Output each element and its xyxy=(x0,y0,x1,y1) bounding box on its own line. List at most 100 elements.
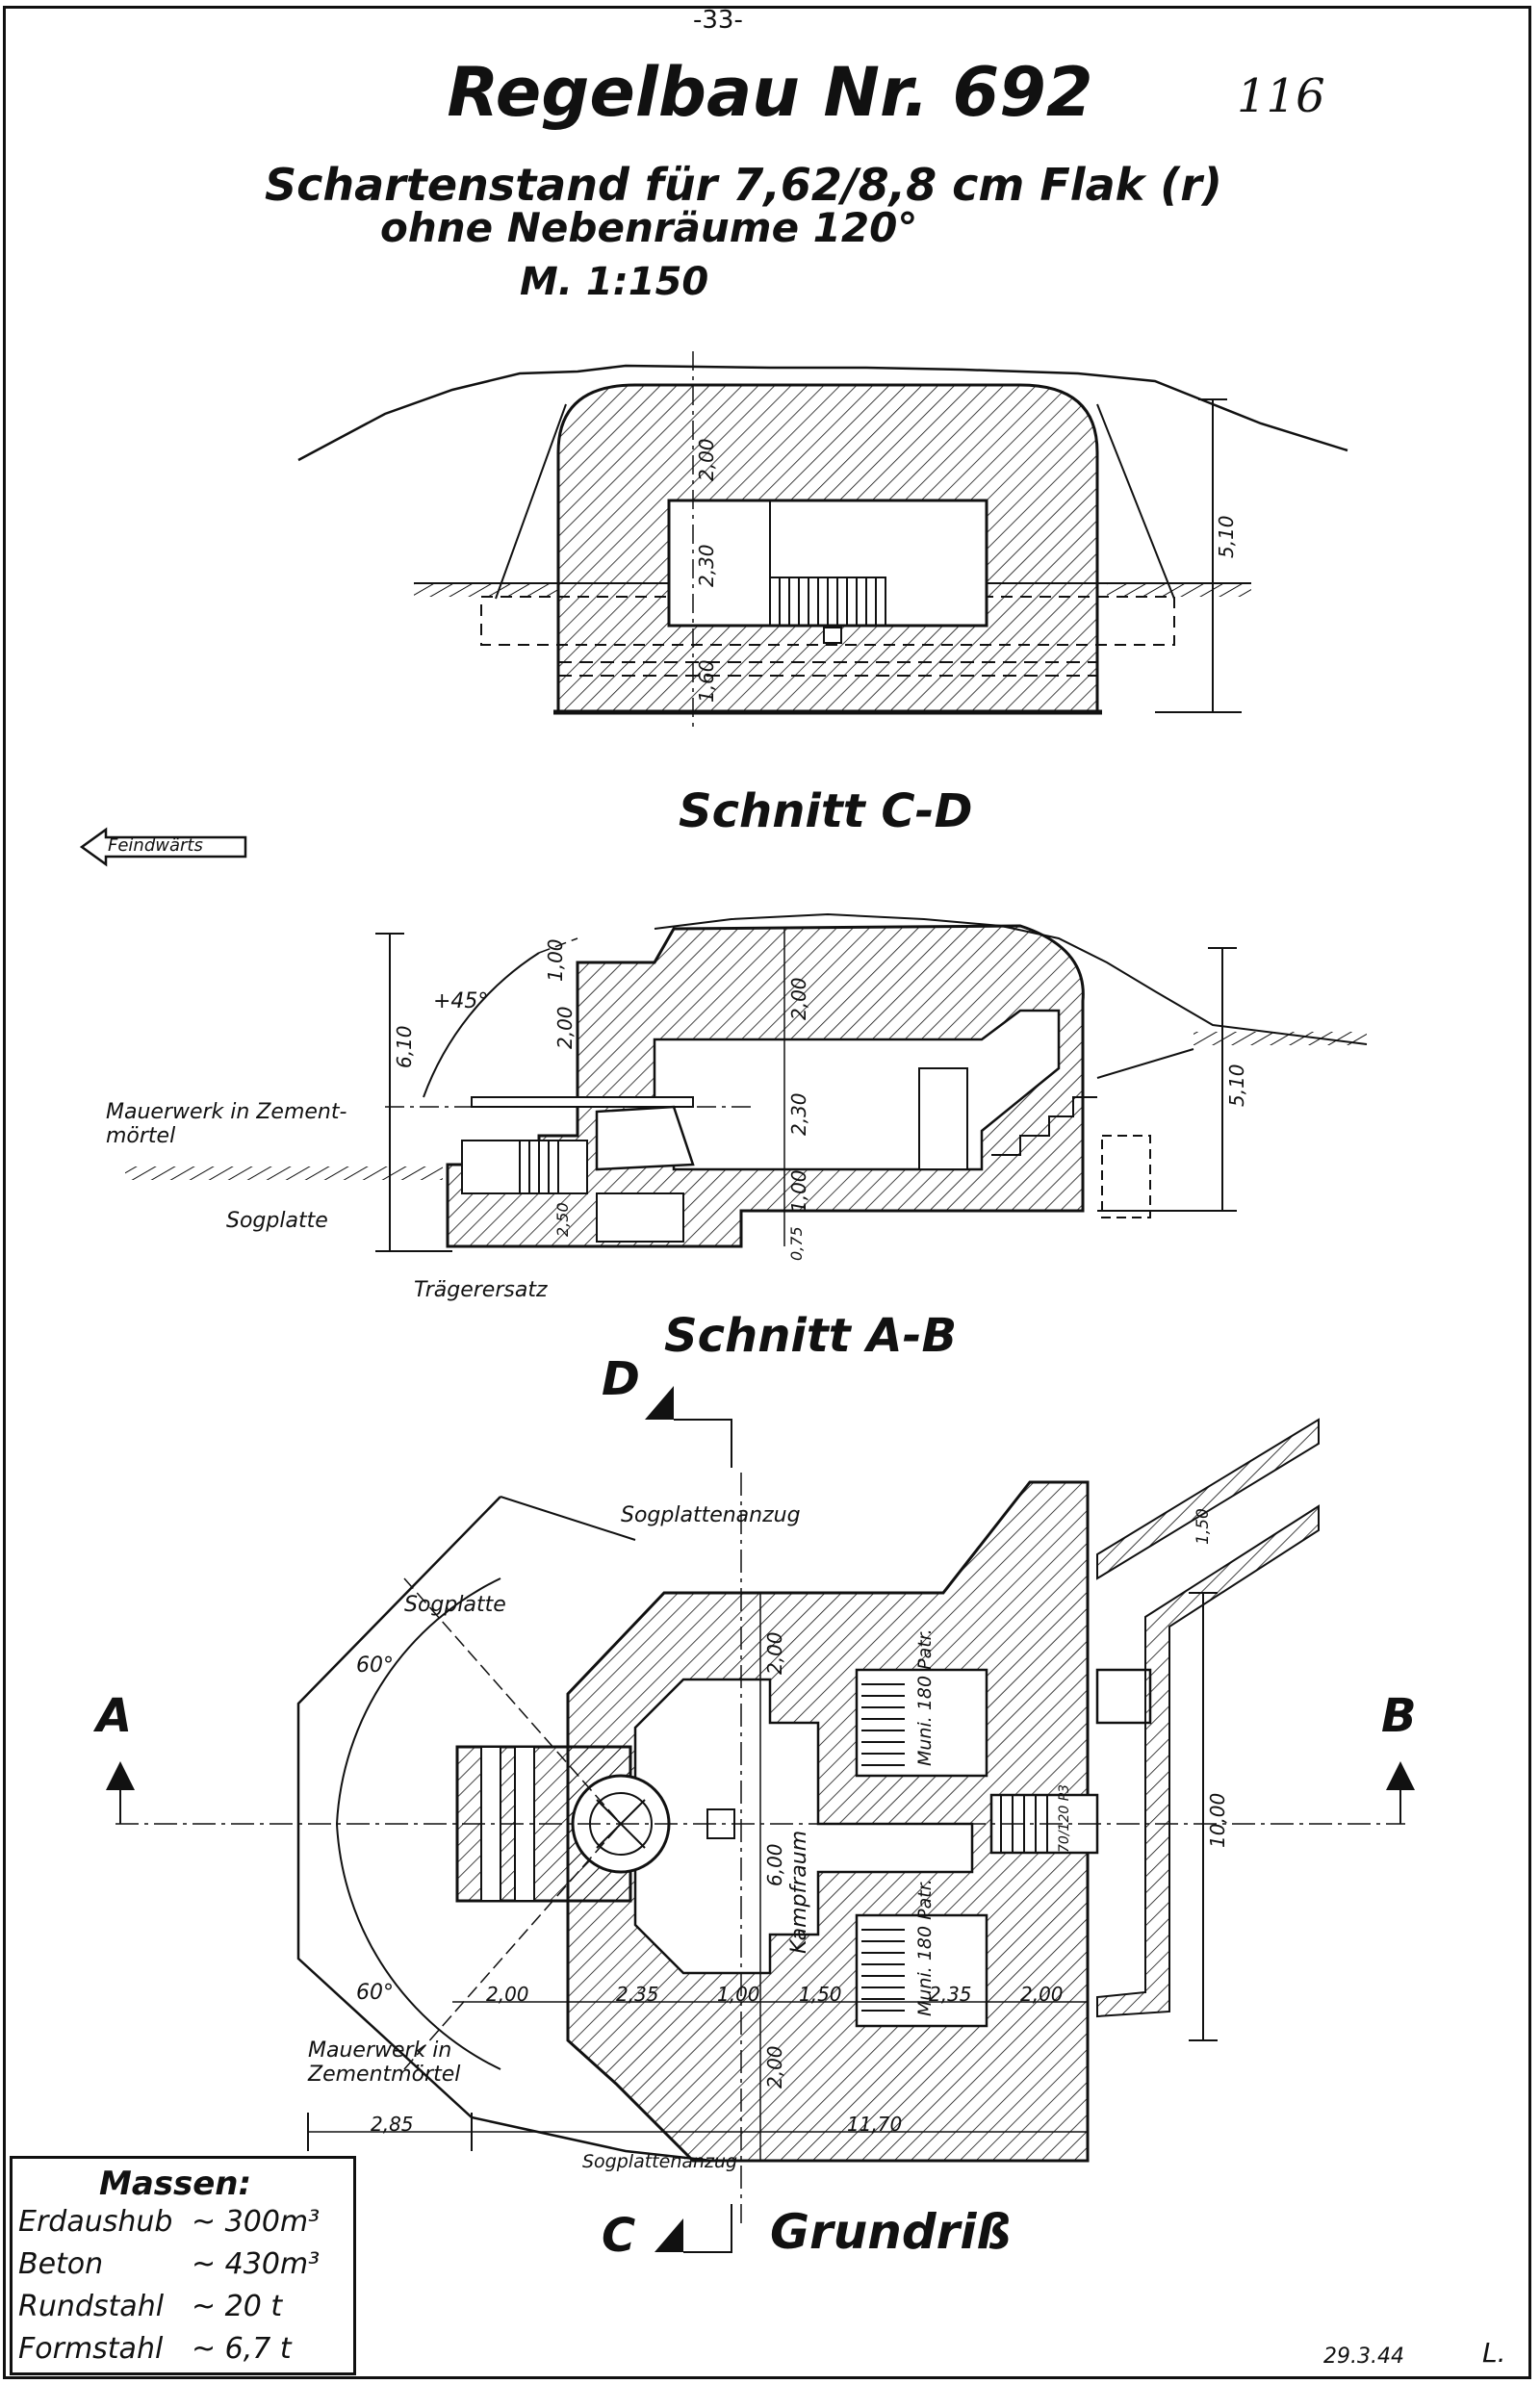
pedestal-ab xyxy=(596,1192,684,1243)
label-sogplatte-ab: Sogplatte xyxy=(226,1209,328,1233)
marker-a xyxy=(106,1761,135,1790)
rear-dashed-ab xyxy=(1101,1135,1151,1218)
section-marker-a-label: A xyxy=(96,1689,133,1743)
drain-box-cd xyxy=(823,627,842,644)
subtitle-line-1: Schartenstand für 7,62/8,8 cm Flak (r) xyxy=(265,159,1222,211)
side-box-plan xyxy=(1095,1668,1152,1725)
mass-name: Beton xyxy=(18,2247,104,2281)
dim-plan-corr: 1,50 xyxy=(1194,1508,1213,1545)
ground-strip-ab-right xyxy=(1194,1032,1367,1045)
muni-room-bottom xyxy=(855,1913,988,2028)
dim-total-left: 2,85 xyxy=(371,2113,414,2136)
mass-value: ~ 20 t xyxy=(192,2290,283,2323)
handwritten-number: 116 xyxy=(1237,69,1325,123)
corridor-top xyxy=(1096,1418,1320,1580)
marker-b xyxy=(1386,1761,1415,1790)
scale-label: M. 1:150 xyxy=(520,260,709,304)
label-muni-top: Muni. 180 Patr. xyxy=(914,1628,936,1766)
dim-ab-left-height: 6,10 xyxy=(393,1025,416,1068)
dim-plan-right: 10,00 xyxy=(1206,1792,1229,1848)
sogplatte-outline-plan xyxy=(296,1496,713,2163)
drawing-frame xyxy=(3,6,1531,2379)
section-marker-c-label: C xyxy=(602,2209,636,2263)
mass-name: Formstahl xyxy=(18,2332,164,2366)
drawing-date: 29.3.44 xyxy=(1323,2345,1404,2369)
section-ab-drawing xyxy=(125,912,1368,1252)
mass-value: ~ 6,7 t xyxy=(192,2332,292,2366)
dim-plan-bottom: 2,00 xyxy=(763,2045,786,2089)
masses-table: Massen: Erdaushub ~ 300m³ Beton ~ 430m³ Ru… xyxy=(10,2156,356,2375)
page-number: -33- xyxy=(693,6,743,35)
label-sogplatte-plan: Sogplatte xyxy=(404,1593,506,1617)
dim-ab-foot: 0,75 xyxy=(787,1226,806,1261)
section-marker-d-label: D xyxy=(602,1352,640,1406)
label-masonry-2a: Mauerwerk in xyxy=(308,2038,452,2063)
subtitle-line-2: ohne Nebenräume 120° xyxy=(380,204,918,251)
mass-name: Rundstahl xyxy=(18,2290,165,2323)
label-masonry-1b: mörtel xyxy=(106,1124,176,1148)
feindwaerts-arrow xyxy=(79,827,247,867)
dim-row-3: 1,00 xyxy=(717,1983,760,2006)
dim-row-4: 1,50 xyxy=(799,1983,842,2006)
gun-mount-ab xyxy=(595,1105,695,1171)
feindwaerts-label: Feindwärts xyxy=(108,835,203,856)
dim-row-6: 2,00 xyxy=(1020,1983,1064,2006)
dim-plan-top: 2,00 xyxy=(763,1631,786,1675)
mass-value: ~ 430m³ xyxy=(192,2247,321,2281)
dim-ab-small: 2,50 xyxy=(553,1202,572,1237)
dim-ab-height: 5,10 xyxy=(1225,1064,1248,1107)
label-traegerersatz: Trägerersatz xyxy=(414,1278,548,1302)
signature: L. xyxy=(1482,2337,1506,2369)
caption-plan: Grundriß xyxy=(770,2204,1012,2260)
corridor-bottom xyxy=(1096,1504,1320,2018)
door-ab xyxy=(918,1067,968,1170)
label-angle-45: +45° xyxy=(433,989,489,1013)
dim-total-right: 11,70 xyxy=(847,2113,903,2136)
ground-strip-cd-left xyxy=(414,583,558,597)
mass-row: Erdaushub ~ 300m³ xyxy=(18,2205,320,2239)
angle-arc-plan-top xyxy=(336,1577,501,1825)
label-angle-60a: 60° xyxy=(356,1653,394,1678)
front-block-ab xyxy=(461,1140,588,1194)
marker-d xyxy=(645,1386,674,1420)
mass-row: Formstahl ~ 6,7 t xyxy=(18,2332,292,2366)
label-sogplattenanzug-top: Sogplattenanzug xyxy=(621,1503,801,1527)
ground-strip-ab-left xyxy=(125,1166,443,1180)
label-door: 70/120 P3 xyxy=(1057,1783,1072,1853)
mass-row: Rundstahl ~ 20 t xyxy=(18,2290,282,2323)
label-angle-60b: 60° xyxy=(356,1981,394,2005)
label-sogplattenanzug-bottom: Sogplattenanzug xyxy=(582,2151,738,2172)
label-kampfraum: Kampfraum xyxy=(787,1830,811,1954)
caption-section-cd: Schnitt C-D xyxy=(679,784,973,838)
dim-cd-height: 5,10 xyxy=(1215,515,1238,558)
dim-cd-bottom: 1,60 xyxy=(695,659,718,703)
caption-section-ab: Schnitt A-B xyxy=(664,1309,958,1363)
marker-c xyxy=(654,2218,683,2252)
mass-row: Beton ~ 430m³ xyxy=(18,2247,320,2281)
dim-plan-mid: 6,00 xyxy=(763,1843,786,1886)
kampfraum-plan xyxy=(633,1678,974,1975)
dim-ab-top-small: 1,00 xyxy=(544,938,567,982)
mass-value: ~ 300m³ xyxy=(192,2205,321,2239)
angle-arc-ab xyxy=(423,952,540,1098)
slope-left-cd xyxy=(495,403,567,600)
angle-arc-plan-bottom xyxy=(336,1823,501,2070)
dim-ab-roof: 2,00 xyxy=(553,1006,577,1049)
label-masonry-1a: Mauerwerk in Zement- xyxy=(106,1100,347,1124)
rear-stairs-ab xyxy=(991,1096,1097,1156)
section-cd-drawing xyxy=(297,351,1348,727)
ground-strip-cd-right xyxy=(1107,583,1251,597)
mass-name: Erdaushub xyxy=(18,2205,173,2239)
dim-row-1: 2,00 xyxy=(486,1983,529,2006)
dim-cd-top: 2,00 xyxy=(695,438,718,481)
drawing-title: Regelbau Nr. 692 xyxy=(447,53,1093,132)
muni-room-top xyxy=(855,1668,988,1778)
plan-drawing xyxy=(106,1386,1415,2253)
slope-right-cd xyxy=(1096,403,1175,600)
gun-barrel-ab xyxy=(471,1096,694,1108)
masses-heading: Massen: xyxy=(99,2165,252,2203)
dim-ab-top: 2,00 xyxy=(787,977,810,1020)
dim-row-2: 2,35 xyxy=(616,1983,659,2006)
section-marker-b-label: B xyxy=(1381,1689,1417,1743)
